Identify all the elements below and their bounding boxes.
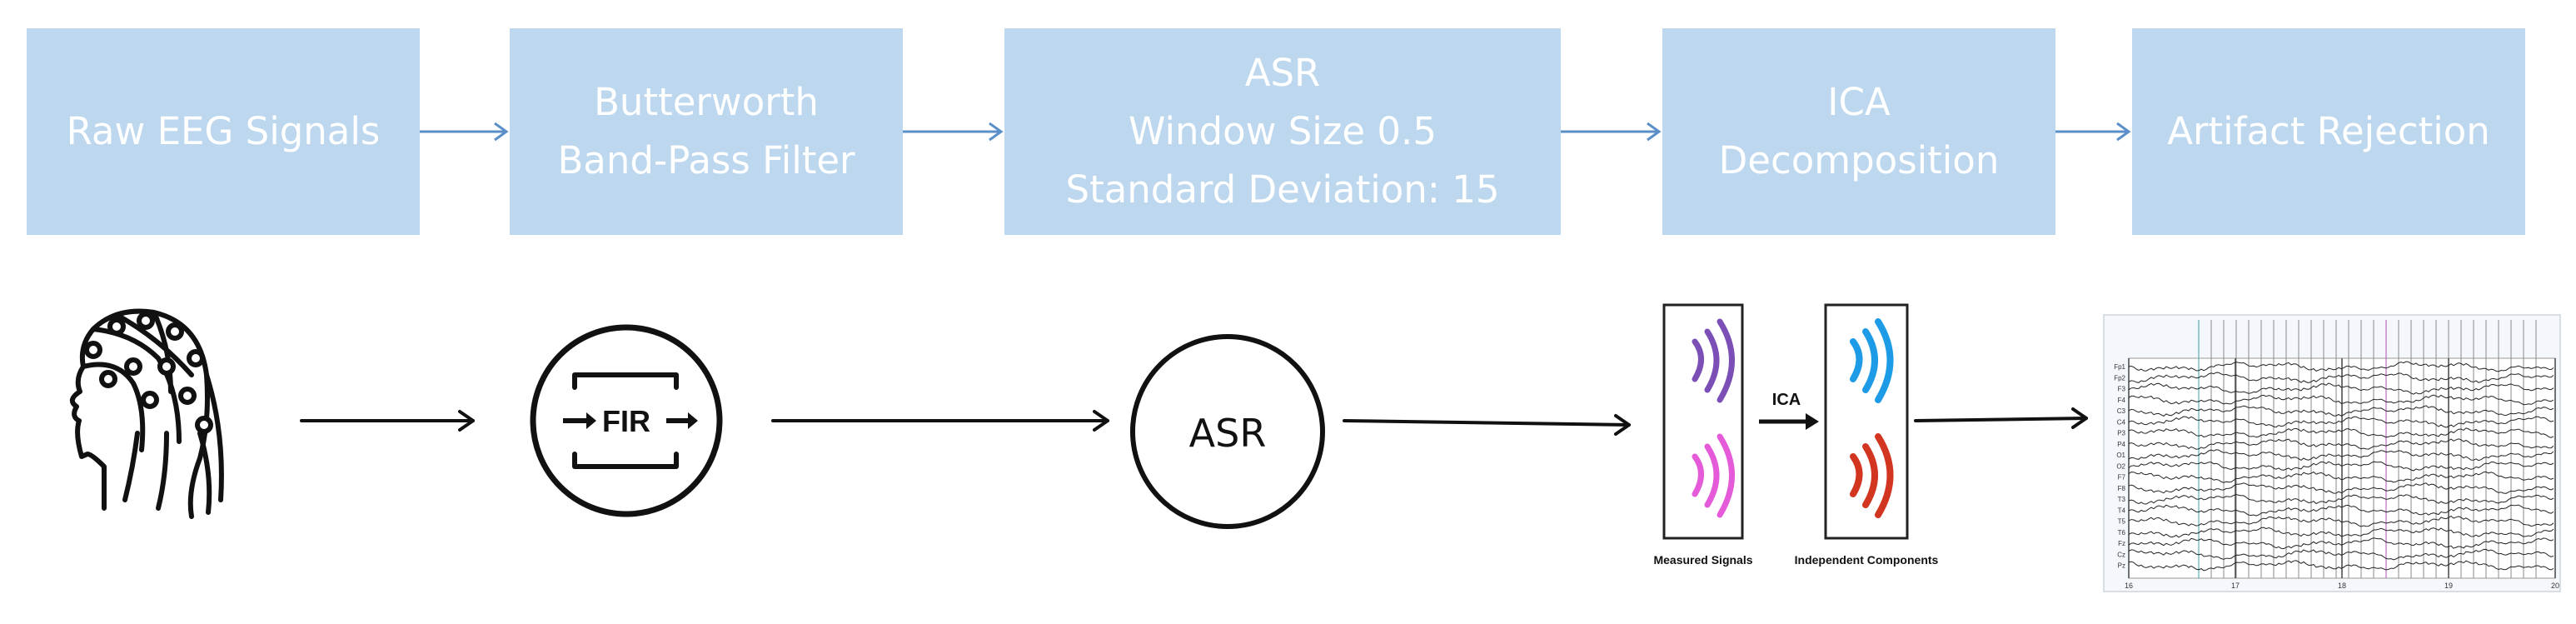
step-label: Standard Deviation: 15 [1065, 167, 1500, 212]
eeg-trace [2128, 537, 2554, 550]
arrow-fir-to-asr [771, 410, 1109, 432]
step-label: ASR [1244, 51, 1321, 95]
arrow-asr-to-ica [1343, 414, 1631, 436]
eeg-trace [2128, 372, 2554, 384]
step-label: Artifact Rejection [2167, 109, 2490, 153]
eeg-trace [2128, 438, 2554, 450]
eeg-trace [2128, 416, 2554, 428]
time-tick-label: 17 [2231, 582, 2240, 590]
step-label: ICA [1827, 80, 1891, 124]
red-wave-icon [1850, 433, 1894, 518]
channel-label: F4 [2118, 397, 2126, 404]
eeg-plot-thumbnail: 16 17 18 19 20 Fp1Fp2F3F4C3C4P3P4O1O2F7F8T3T4… [2103, 314, 2561, 592]
arrow-ica-to-eeg-plot [1914, 407, 2088, 429]
measured-signals-panel [1662, 303, 1744, 540]
step-label: Butterworth [594, 80, 819, 124]
channel-label: Fp2 [2114, 374, 2125, 382]
independent-components-caption: Independent Components [1795, 553, 1939, 567]
asr-icon: ASR [1130, 334, 1325, 529]
channel-label: O1 [2116, 452, 2125, 459]
eeg-trace [2128, 382, 2554, 395]
connector-arrow-4 [2055, 122, 2131, 142]
channel-label: Pz [2118, 562, 2125, 570]
eeg-head-icon [69, 308, 224, 519]
channel-label: Fp1 [2114, 363, 2125, 371]
eeg-trace [2128, 493, 2554, 505]
channel-label: P4 [2117, 441, 2125, 448]
eeg-trace [2128, 394, 2554, 406]
channel-label: C3 [2117, 407, 2126, 415]
eeg-trace [2128, 427, 2554, 438]
eeg-trace [2128, 461, 2554, 472]
measured-signals-caption: Measured Signals [1653, 553, 1752, 567]
pink-wave-icon [1692, 433, 1735, 518]
eeg-trace [2128, 504, 2554, 517]
connector-arrow-3 [1561, 122, 1662, 142]
independent-components-panel [1824, 303, 1909, 540]
eeg-trace [2128, 560, 2554, 572]
channel-label: F7 [2118, 474, 2126, 482]
channel-label: O2 [2116, 462, 2125, 470]
asr-label: ASR [1189, 411, 1267, 456]
channel-label: Cz [2117, 551, 2125, 558]
channel-label: C4 [2117, 418, 2126, 426]
channel-label: T5 [2118, 518, 2126, 526]
step-label: Band-Pass Filter [557, 138, 855, 182]
channel-label: P3 [2117, 430, 2125, 437]
eeg-trace [2128, 405, 2554, 417]
step-asr: ASR Window Size 0.5 Standard Deviation: … [1004, 28, 1561, 235]
ica-mini-arrow: ICA [1759, 391, 1819, 430]
step-label: Window Size 0.5 [1129, 109, 1437, 153]
time-tick-label: 18 [2338, 582, 2346, 590]
eeg-trace [2128, 471, 2554, 483]
step-label: Raw EEG Signals [66, 109, 381, 153]
channel-label: F3 [2118, 386, 2126, 393]
blue-wave-icon [1850, 318, 1894, 403]
channel-label: T6 [2118, 529, 2126, 537]
channel-label: T4 [2118, 507, 2126, 514]
time-tick-label: 19 [2444, 582, 2453, 590]
step-ica-decomposition: ICA Decomposition [1662, 28, 2055, 235]
fir-label: FIR [602, 404, 650, 438]
eeg-trace [2128, 548, 2554, 561]
ica-arrow-label: ICA [1772, 391, 1801, 409]
eeg-trace [2128, 527, 2554, 538]
eeg-trace [2128, 449, 2554, 462]
eeg-trace [2128, 361, 2554, 372]
time-tick-label: 16 [2125, 582, 2133, 590]
arrow-head-to-fir [300, 410, 475, 432]
channel-label: F8 [2118, 485, 2126, 492]
channel-label: Fz [2118, 540, 2125, 547]
connector-arrow-2 [903, 122, 1004, 142]
eeg-trace [2128, 482, 2554, 494]
connector-arrow-1 [420, 122, 509, 142]
step-artifact-rejection: Artifact Rejection [2132, 28, 2525, 235]
step-raw-eeg-signals: Raw EEG Signals [27, 28, 420, 235]
eeg-trace [2128, 515, 2554, 527]
purple-wave-icon [1692, 318, 1735, 403]
step-label: Decomposition [1718, 138, 2000, 182]
fir-filter-icon: FIR [530, 324, 723, 517]
channel-label: T3 [2118, 496, 2126, 503]
time-tick-label: 20 [2551, 582, 2559, 590]
step-butterworth-filter: Butterworth Band-Pass Filter [510, 28, 903, 235]
